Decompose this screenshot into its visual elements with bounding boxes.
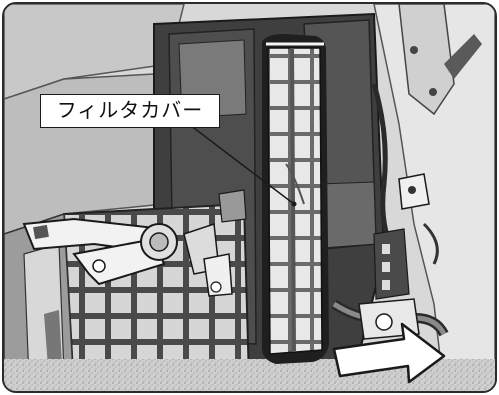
filter-cover-callout-label: フィルタカバー (40, 94, 220, 128)
right-components (331, 83, 449, 340)
callout-leader-dot (291, 201, 297, 207)
filter-cover-illustration (4, 4, 495, 391)
filter-cover-part (262, 34, 329, 364)
lever-mechanism (22, 189, 247, 297)
callout-leader-line (185, 121, 295, 205)
pull-out-arrow (332, 322, 446, 384)
